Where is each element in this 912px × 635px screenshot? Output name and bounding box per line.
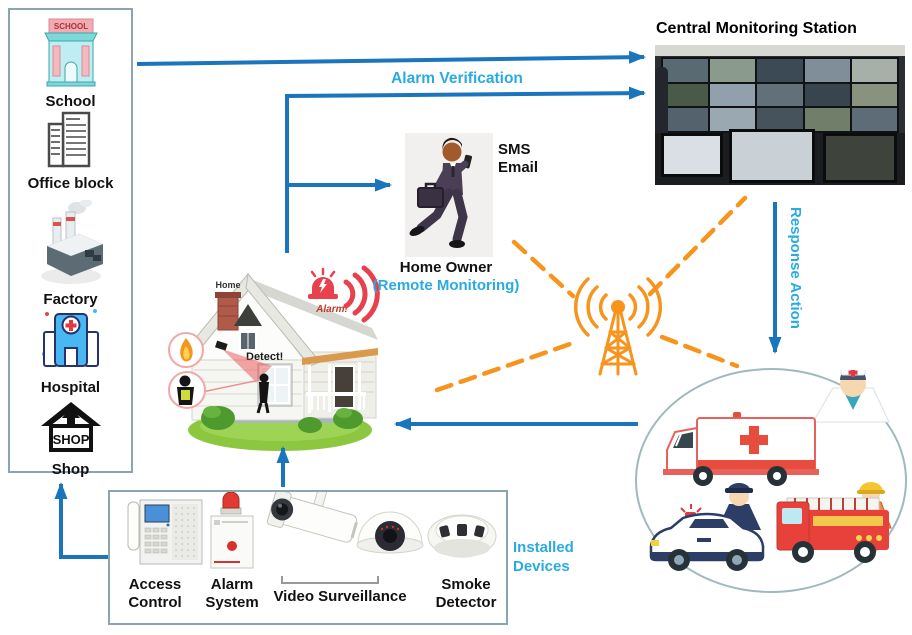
home-owner-label: Home Owner (399, 259, 493, 276)
sidebar-item-shop: SHOP Shop (10, 400, 131, 478)
cms-desk-monitor (823, 133, 897, 183)
wireless-link-responders (659, 334, 740, 369)
businessman-icon (409, 137, 473, 248)
alarm-verification-label: Alarm Verification (391, 70, 523, 87)
cms-photo (655, 45, 905, 185)
emergency-vehicles (649, 365, 892, 571)
protected-sites-panel: SCHOOL School (8, 8, 133, 478)
shop-sign-text: SHOP (52, 432, 89, 447)
arrow-school-to-cms (136, 50, 646, 66)
shop-icon: SHOP (40, 402, 101, 452)
school-icon: SCHOOL (43, 18, 98, 87)
sidebar-label-school: School (45, 93, 96, 110)
smoke-detector-label: Smoke Detector (435, 576, 497, 611)
police-car-icon (649, 504, 765, 571)
sidebar-item-factory: Factory (10, 199, 131, 308)
video-surveillance-bracket (281, 576, 379, 584)
alarm-waves-icon (343, 265, 380, 323)
installed-devices-box: Access Control Alarm System Video Survei… (108, 477, 508, 625)
cms-videowall (661, 57, 899, 133)
office-block-icon (47, 111, 90, 168)
installed-devices-label: Installed Devices (513, 539, 574, 575)
alarm-label: Alarm! (315, 304, 348, 315)
home-roof-label: Home (215, 280, 240, 290)
alarm-system-icon (210, 491, 254, 569)
bullet-camera-icon (266, 477, 358, 543)
cms-ceiling (655, 45, 905, 56)
wireless-link-cms (647, 195, 748, 297)
paramedic-icon (812, 365, 890, 423)
sidebar-item-school: SCHOOL School (10, 18, 131, 110)
alarm-system-label: Alarm System (205, 576, 259, 611)
notification-labels: SMS Email (498, 141, 538, 177)
video-surveillance-label: Video Surveillance (273, 588, 407, 605)
ambulance-icon (663, 412, 819, 486)
cms-desk-monitor (729, 129, 815, 183)
sidebar-label-hospital: Hospital (40, 379, 101, 396)
access-control-icon (127, 499, 203, 565)
sidebar-label-shop: Shop (51, 461, 90, 478)
email-label: Email (498, 159, 539, 176)
remote-monitoring-label: (Remote Monitoring) (372, 277, 520, 294)
sidebar-label-factory: Factory (43, 291, 98, 308)
access-control-label: Access Control (128, 576, 182, 611)
cms-title: Central Monitoring Station (656, 20, 857, 37)
cell-tower-icon (574, 277, 662, 376)
fire-truck-icon (776, 497, 889, 563)
dome-camera-icon (356, 511, 424, 554)
protected-house: Home Detect! (160, 262, 395, 460)
sidebar-item-office: Office block (10, 110, 131, 192)
response-action-label: Response Action (787, 207, 804, 329)
smoke-detector-icon (427, 514, 497, 558)
wireless-link-house (434, 339, 579, 393)
cms-desk-monitor (661, 133, 723, 177)
emergency-response-zone (635, 365, 907, 593)
cms-operator-figure (655, 67, 668, 133)
arrow-devices-to-sites (54, 482, 108, 559)
house-illustration: Home Detect! (168, 265, 380, 451)
hospital-icon (41, 309, 99, 367)
sms-label: SMS (498, 141, 531, 158)
detect-label: Detect! (246, 351, 283, 363)
home-owner-figure (405, 133, 493, 257)
sidebar-item-hospital: Hospital (10, 306, 131, 396)
sidebar-label-office: Office block (27, 175, 114, 192)
factory-icon (40, 199, 103, 284)
school-sign-text: SCHOOL (53, 22, 87, 31)
